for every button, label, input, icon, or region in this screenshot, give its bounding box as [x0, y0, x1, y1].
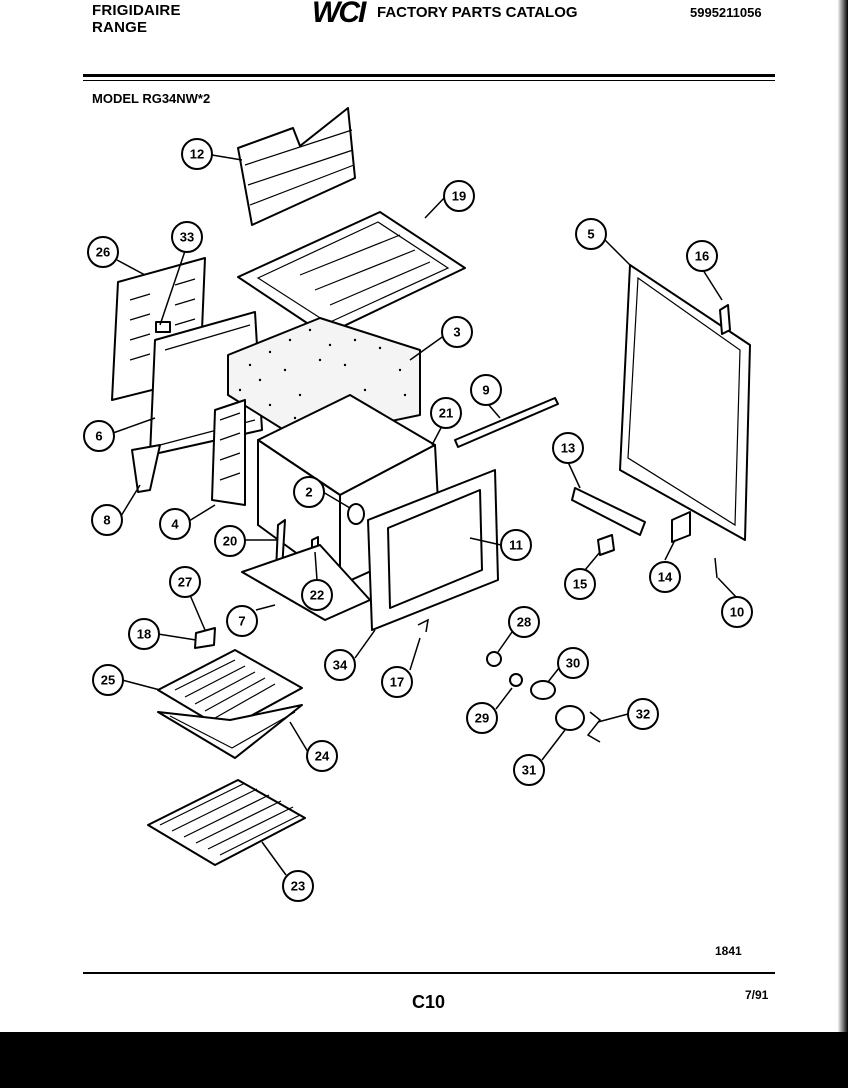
callout-14: 14: [649, 561, 681, 593]
callout-26: 26: [87, 236, 119, 268]
callout-6: 6: [83, 420, 115, 452]
callout-12: 12: [181, 138, 213, 170]
callout-18: 18: [128, 618, 160, 650]
svg-text:2: 2: [305, 485, 312, 500]
callout-31: 31: [513, 754, 545, 786]
svg-text:3: 3: [453, 325, 460, 340]
callout-30: 30: [557, 647, 589, 679]
part-4-side-insulation: [211, 399, 246, 506]
svg-text:20: 20: [223, 534, 237, 549]
callout-25: 25: [92, 664, 124, 696]
callout-17: 17: [381, 666, 413, 698]
svg-text:15: 15: [573, 577, 587, 592]
catalog-part-number: 5995211056: [690, 5, 762, 20]
header-rule: [83, 74, 775, 77]
callout-27: 27: [169, 566, 201, 598]
callout-21: 21: [430, 397, 462, 429]
part-24-broiler-pan: [157, 704, 303, 759]
footer-rule: [83, 972, 775, 974]
callout-4: 4: [159, 508, 191, 540]
svg-text:12: 12: [190, 147, 204, 162]
part-13-strip: [571, 487, 646, 536]
part-17-clip: [417, 618, 429, 633]
callout-5: 5: [575, 218, 607, 250]
callout-2: 2: [293, 476, 325, 508]
scan-edge-right: [833, 0, 848, 1032]
part-19-top-frame: [237, 211, 466, 336]
svg-text:17: 17: [390, 675, 404, 690]
svg-text:26: 26: [96, 245, 110, 260]
svg-text:11: 11: [509, 538, 523, 553]
callout-10: 10: [721, 596, 753, 628]
svg-text:28: 28: [517, 615, 531, 630]
part-12-top-panel: [237, 107, 356, 226]
svg-text:13: 13: [561, 441, 575, 456]
scan-edge-bottom: [0, 1032, 848, 1088]
part-23-oven-rack: [147, 779, 306, 866]
callout-3: 3: [441, 316, 473, 348]
callout-11: 11: [500, 529, 532, 561]
svg-text:21: 21: [439, 406, 453, 421]
callout-32: 32: [627, 698, 659, 730]
svg-text:7: 7: [238, 614, 245, 629]
svg-text:29: 29: [475, 711, 489, 726]
svg-text:19: 19: [452, 189, 466, 204]
callout-29: 29: [466, 702, 498, 734]
wci-logo: WCI: [312, 0, 366, 29]
part-8-bracket: [131, 444, 161, 493]
svg-text:31: 31: [522, 763, 536, 778]
lamp-and-knob-parts: [486, 651, 602, 743]
part-10-screw: [714, 557, 718, 579]
part-5-back-panel: [619, 264, 751, 541]
callout-24: 24: [306, 740, 338, 772]
leader-lines: [112, 154, 738, 876]
svg-text:32: 32: [636, 707, 650, 722]
part-14-block: [671, 511, 691, 543]
svg-text:8: 8: [103, 513, 110, 528]
callout-20: 20: [214, 525, 246, 557]
callout-15: 15: [564, 568, 596, 600]
svg-text:4: 4: [171, 517, 179, 532]
svg-text:9: 9: [482, 383, 489, 398]
svg-text:18: 18: [137, 627, 151, 642]
brand-block: FRIGIDAIRE RANGE: [92, 2, 181, 36]
header-rule-thin: [83, 80, 775, 81]
svg-text:24: 24: [315, 749, 330, 764]
callout-23: 23: [282, 870, 314, 902]
callout-7: 7: [226, 605, 258, 637]
callout-13: 13: [552, 432, 584, 464]
svg-text:27: 27: [178, 575, 192, 590]
callout-8: 8: [91, 504, 123, 536]
part-18-27-bracket: [194, 627, 216, 649]
svg-text:10: 10: [730, 605, 744, 620]
svg-text:22: 22: [310, 588, 324, 603]
revision-date: 7/91: [745, 988, 769, 1002]
part-34-door-frame: [367, 469, 499, 631]
svg-text:33: 33: [180, 230, 194, 245]
page-number: C10: [412, 992, 446, 1012]
part-9-rail: [454, 397, 559, 448]
diagram-code: 1841: [715, 944, 742, 958]
callout-34: 34: [324, 649, 356, 681]
callout-16: 16: [686, 240, 718, 272]
callout-9: 9: [470, 374, 502, 406]
svg-text:23: 23: [291, 879, 305, 894]
svg-text:5: 5: [587, 227, 594, 242]
part-15-switch: [597, 534, 615, 556]
callout-19: 19: [443, 180, 475, 212]
product-type: RANGE: [92, 19, 148, 36]
callout-28: 28: [508, 606, 540, 638]
svg-text:16: 16: [695, 249, 709, 264]
svg-text:6: 6: [95, 429, 102, 444]
svg-text:30: 30: [566, 656, 580, 671]
svg-text:34: 34: [333, 658, 348, 673]
catalog-title: FACTORY PARTS CATALOG: [377, 4, 578, 21]
brand-name: FRIGIDAIRE: [92, 2, 181, 19]
svg-text:25: 25: [101, 673, 115, 688]
model-number: MODEL RG34NW*2: [92, 91, 211, 106]
callout-22: 22: [301, 579, 333, 611]
callout-33: 33: [171, 221, 203, 253]
svg-text:14: 14: [658, 570, 673, 585]
